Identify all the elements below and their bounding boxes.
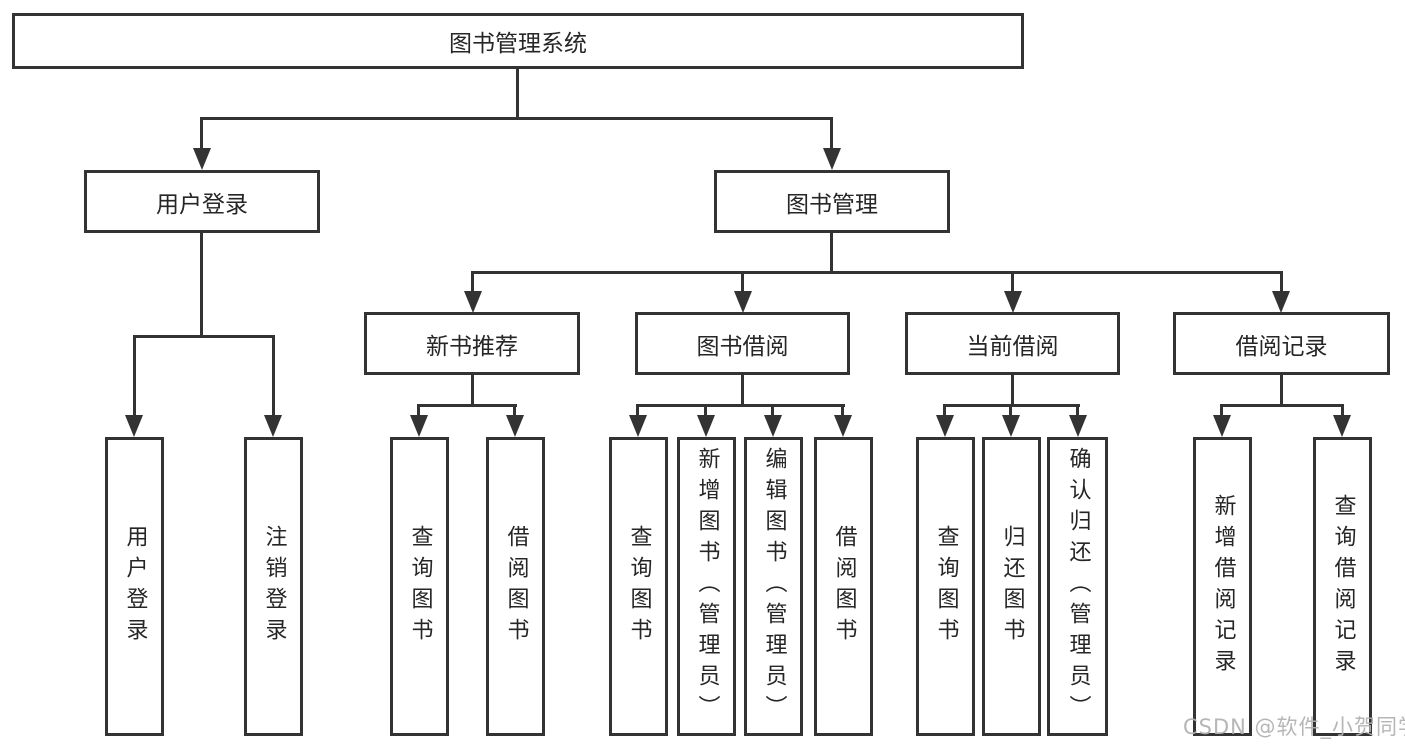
connector-line <box>200 117 203 150</box>
connector-line <box>636 404 845 407</box>
arrow-down-icon <box>1272 291 1290 313</box>
connector-line <box>200 233 203 335</box>
connector-line <box>636 404 639 417</box>
node-label: 编辑图书（管理员） <box>761 447 787 726</box>
node-leaf-add-books-admin: 新增图书（管理员） <box>677 437 736 736</box>
connector-line <box>771 404 774 417</box>
node-new-book-recommendation: 新书推荐 <box>364 312 580 375</box>
node-current-borrowing: 当前借阅 <box>905 312 1120 375</box>
watermark: CSDN @软件_小贺同学 <box>1183 715 1405 739</box>
arrow-down-icon <box>506 415 524 437</box>
connector-line <box>513 404 516 417</box>
arrow-down-icon <box>1004 291 1022 313</box>
node-label: 查询图书 <box>407 524 433 649</box>
node-label: 查询借阅记录 <box>1330 493 1356 680</box>
node-label: 查询图书 <box>933 524 959 649</box>
connector-line <box>417 404 517 407</box>
node-leaf-edit-books-admin: 编辑图书（管理员） <box>744 437 803 736</box>
node-label: 新书推荐 <box>426 333 518 360</box>
connector-line <box>741 375 744 407</box>
connector-line <box>704 404 707 417</box>
node-label: 借阅图书 <box>831 524 857 649</box>
node-leaf-search-books-borrowing: 查询图书 <box>609 437 668 736</box>
node-leaf-borrow-books: 借阅图书 <box>814 437 873 736</box>
node-label: 用户登录 <box>122 524 148 649</box>
arrow-down-icon <box>936 415 954 437</box>
connector-line <box>1011 271 1014 293</box>
arrow-down-icon <box>764 415 782 437</box>
node-leaf-confirm-return-admin: 确认归还（管理员） <box>1047 437 1108 736</box>
connector-line <box>1341 404 1344 417</box>
node-label: 图书借阅 <box>696 333 789 360</box>
node-leaf-user-login: 用户登录 <box>105 437 164 736</box>
node-label: 当前借阅 <box>966 333 1059 360</box>
node-library-management-system: 图书管理系统 <box>12 13 1024 69</box>
arrow-down-icon <box>125 415 143 437</box>
arrow-down-icon <box>1333 415 1351 437</box>
node-borrowing-records: 借阅记录 <box>1173 312 1390 375</box>
node-leaf-logout: 注销登录 <box>244 437 303 736</box>
connector-line <box>1076 404 1079 417</box>
connector-line <box>1220 404 1344 407</box>
arrow-down-icon <box>264 415 282 437</box>
arrow-down-icon <box>629 415 647 437</box>
arrow-down-icon <box>1002 415 1020 437</box>
connector-line <box>200 117 833 120</box>
connector-line <box>741 271 744 293</box>
arrow-down-icon <box>834 415 852 437</box>
connector-line <box>1280 271 1283 293</box>
node-label: 借阅记录 <box>1235 333 1328 360</box>
connector-line <box>272 335 275 417</box>
node-label: 用户登录 <box>156 191 248 218</box>
node-label: 借阅图书 <box>503 524 529 649</box>
connector-line <box>1009 404 1012 417</box>
connector-line <box>841 404 844 417</box>
arrow-down-icon <box>1213 415 1231 437</box>
node-label: 新增图书（管理员） <box>694 447 720 726</box>
node-label: 新增借阅记录 <box>1210 493 1236 680</box>
connector-line <box>133 335 136 417</box>
connector-line <box>471 271 1283 274</box>
node-label: 确认归还（管理员） <box>1065 447 1091 726</box>
arrow-down-icon <box>734 291 752 313</box>
connector-line <box>1220 404 1223 417</box>
node-leaf-add-borrow-record: 新增借阅记录 <box>1193 437 1252 736</box>
node-label: 图书管理系统 <box>449 31 587 57</box>
connector-line <box>516 69 519 118</box>
node-leaf-return-books: 归还图书 <box>982 437 1041 736</box>
node-leaf-search-books-recommend: 查询图书 <box>390 437 449 736</box>
connector-line <box>943 404 946 417</box>
connector-line <box>1011 375 1014 407</box>
node-book-management: 图书管理 <box>714 170 950 233</box>
connector-line <box>830 117 833 150</box>
arrow-down-icon <box>464 291 482 313</box>
arrow-down-icon <box>823 148 841 170</box>
connector-line <box>471 271 474 293</box>
arrow-down-icon <box>1069 415 1087 437</box>
connector-line <box>471 375 474 407</box>
node-book-borrowing: 图书借阅 <box>635 312 850 375</box>
arrow-down-icon <box>193 148 211 170</box>
node-leaf-borrow-books-recommend: 借阅图书 <box>486 437 545 736</box>
node-leaf-search-books-current: 查询图书 <box>916 437 975 736</box>
node-label: 归还图书 <box>999 524 1025 649</box>
node-leaf-search-borrow-record: 查询借阅记录 <box>1313 437 1372 736</box>
node-label: 查询图书 <box>626 524 652 649</box>
connector-line <box>417 404 420 417</box>
connector-line <box>133 335 275 338</box>
connector-line <box>830 233 833 273</box>
arrow-down-icon <box>697 415 715 437</box>
node-label: 注销登录 <box>261 524 287 649</box>
connector-line <box>1280 375 1283 407</box>
node-user-login: 用户登录 <box>84 170 320 233</box>
node-label: 图书管理 <box>786 191 878 218</box>
arrow-down-icon <box>410 415 428 437</box>
